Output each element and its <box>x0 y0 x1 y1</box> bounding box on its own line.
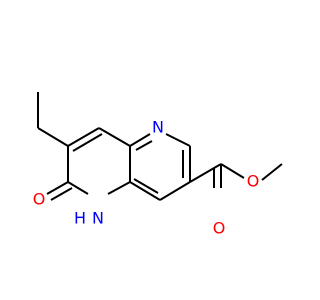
atom-n-ring: N <box>152 118 164 137</box>
bond-ethyl-ch2-c <box>37 127 69 147</box>
bond-ester-c-o-single <box>220 163 245 179</box>
bond-c8a-n1-double <box>135 140 153 151</box>
atom-nh-h: H <box>74 209 86 228</box>
bond-ester-o-ch3 <box>261 163 283 181</box>
bond-c4-c4a <box>129 181 161 201</box>
bond-c6-o-double <box>50 187 73 201</box>
bond-c7-c8-double <box>72 133 103 152</box>
bond-c6-o <box>46 181 69 195</box>
bond-c8-c8a <box>98 127 131 147</box>
atom-o-ester-double: O <box>213 219 226 238</box>
bond-n5-c4a <box>107 181 131 195</box>
bond-c3-c4 <box>159 181 191 201</box>
molecule-structure-diagram: N O H N O O <box>33 92 283 238</box>
bond-c7-c8 <box>67 127 100 147</box>
atom-nh-n: N <box>92 209 104 228</box>
bond-c8a-n1 <box>129 133 151 147</box>
bond-n1-c2 <box>165 133 191 147</box>
atom-o-carbonyl: O <box>33 190 46 209</box>
atom-o-ester-single: O <box>247 172 260 191</box>
bond-c6-n5 <box>67 181 89 195</box>
bonds <box>37 92 283 201</box>
bond-c4-c4a-double <box>133 178 159 194</box>
bond-c3-ester-c <box>189 163 222 183</box>
atom-labels: N O H N O O <box>33 118 260 238</box>
